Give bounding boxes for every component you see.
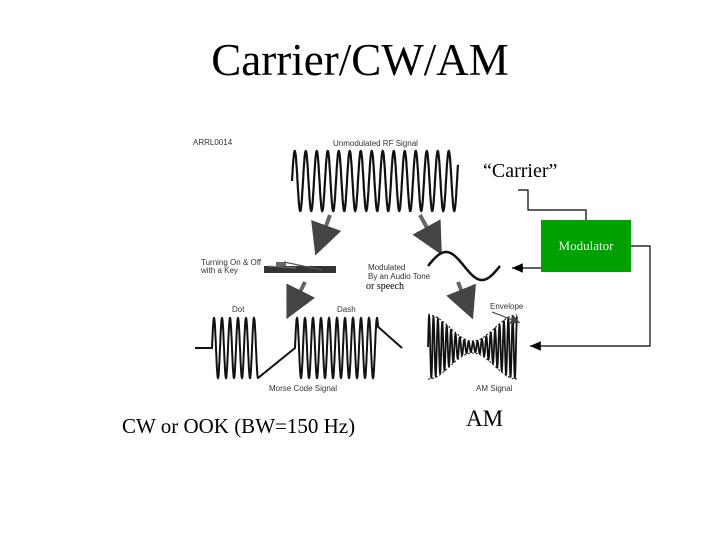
modulated-label-1: Modulated <box>368 263 406 272</box>
envelope-pointer <box>491 311 521 324</box>
audio-tone-wave <box>427 250 501 282</box>
arrow-to-am <box>446 281 476 320</box>
morse-code-wave <box>195 316 403 380</box>
am-envelope-top <box>427 314 518 342</box>
am-signal-wave <box>427 312 518 380</box>
am-signal-label: AM Signal <box>476 384 513 393</box>
modulated-label-2: By an Audio Tone <box>368 272 431 281</box>
page-title: Carrier/CW/AM <box>211 35 509 85</box>
modulator-box: Modulator <box>541 220 631 272</box>
carrier-to-modulator-arrow <box>518 189 587 220</box>
modulator-feedback-arrow <box>530 245 651 351</box>
am-caption: AM <box>466 406 504 431</box>
am-envelope-bottom <box>427 352 518 380</box>
dash-label: Dash <box>337 305 356 314</box>
figure-code: ARRL0014 <box>193 138 233 147</box>
morse-label: Morse Code Signal <box>269 384 338 393</box>
unmodulated-label: Unmodulated RF Signal <box>333 139 418 148</box>
key-label-2: with a Key <box>201 266 238 275</box>
telegraph-key-icon <box>264 261 336 273</box>
arrow-to-morse <box>286 281 316 320</box>
dot-label: Dot <box>232 305 245 314</box>
cw-caption: CW or OOK (BW=150 Hz) <box>122 414 356 438</box>
key-label-1: Turning On & Off <box>201 258 262 267</box>
carrier-label: “Carrier” <box>483 160 558 182</box>
unmodulated-rf-wave <box>290 149 460 213</box>
speech-label: or speech <box>366 281 405 292</box>
arrow-to-key <box>311 214 342 256</box>
arrow-to-modulated <box>412 214 442 256</box>
envelope-label: Envelope <box>490 302 524 311</box>
